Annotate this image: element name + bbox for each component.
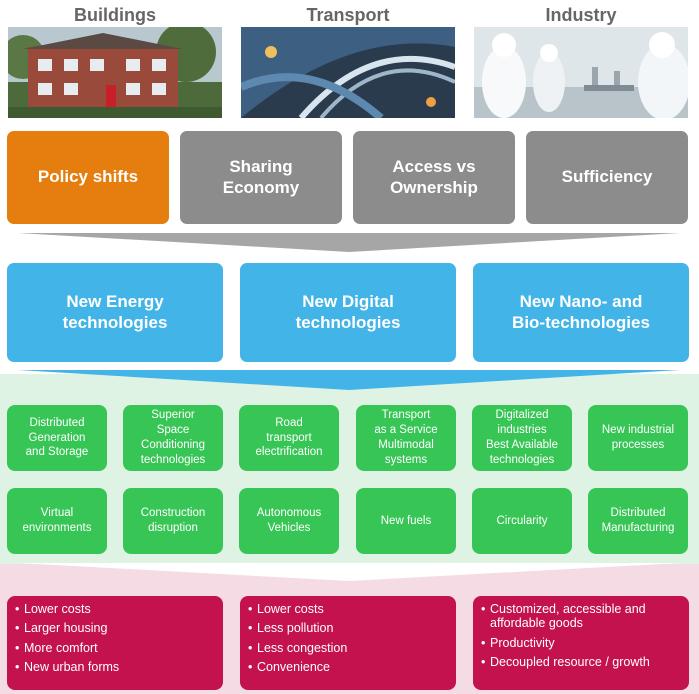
gray-funnel-arrow bbox=[18, 233, 680, 252]
benefit-item: Lower costs bbox=[15, 602, 215, 617]
benefits-buildings: Lower costs Larger housing More comfort … bbox=[7, 596, 223, 690]
driver-sharing-economy: Sharing Economy bbox=[180, 131, 342, 224]
benefit-item: Decoupled resource / growth bbox=[481, 655, 681, 670]
sector-title-buildings: Buildings bbox=[74, 5, 156, 25]
benefit-item: Lower costs bbox=[248, 602, 448, 617]
benefit-item: Less congestion bbox=[248, 641, 448, 656]
driver-sufficiency: Sufficiency bbox=[526, 131, 688, 224]
benefit-item: Less pollution bbox=[248, 621, 448, 636]
benefit-item: Productivity bbox=[481, 636, 681, 651]
sector-title-transport: Transport bbox=[306, 5, 390, 25]
driver-access-vs-ownership: Access vs Ownership bbox=[353, 131, 515, 224]
benefit-item: More comfort bbox=[15, 641, 215, 656]
driver-policy-shifts: Policy shifts bbox=[7, 131, 169, 224]
tech-new-nano-bio: New Nano- and Bio-technologies bbox=[473, 263, 689, 362]
industry-photo bbox=[474, 27, 688, 118]
building-photo bbox=[8, 27, 222, 118]
benefit-item: Larger housing bbox=[15, 621, 215, 636]
tech-new-energy: New Energy technologies bbox=[7, 263, 223, 362]
benefit-item: Customized, accessible and affordable go… bbox=[481, 602, 681, 631]
sector-title-industry: Industry bbox=[545, 5, 617, 25]
benefits-transport: Lower costs Less pollution Less congesti… bbox=[240, 596, 456, 690]
tech-new-digital: New Digital technologies bbox=[240, 263, 456, 362]
blue-funnel-arrow bbox=[18, 370, 680, 390]
benefits-industry: Customized, accessible and affordable go… bbox=[473, 596, 689, 690]
innovation-band bbox=[0, 374, 699, 564]
benefit-item: New urban forms bbox=[15, 660, 215, 675]
innovation-circularity: Circularity bbox=[472, 488, 572, 554]
transport-photo bbox=[241, 27, 455, 118]
green-funnel-arrow bbox=[18, 563, 680, 581]
innovation-new-fuels: New fuels bbox=[356, 488, 456, 554]
benefit-item: Convenience bbox=[248, 660, 448, 675]
